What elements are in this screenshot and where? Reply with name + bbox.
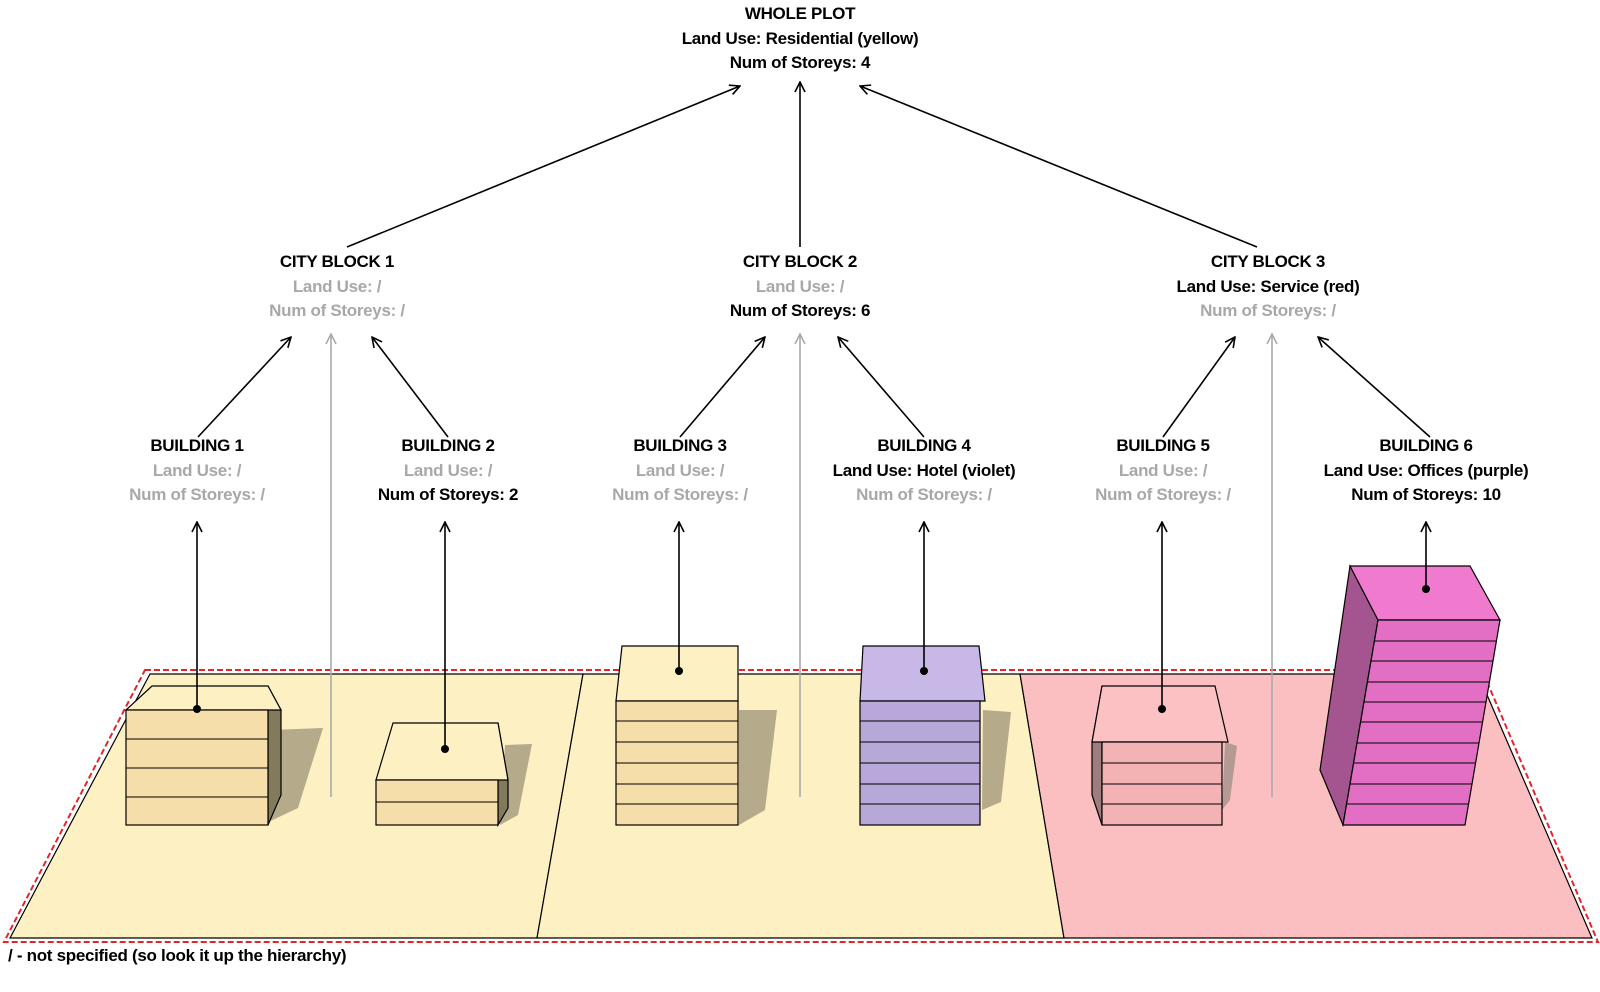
building-4-model bbox=[859, 645, 1011, 826]
arrow-block-3-to-plot bbox=[860, 86, 1258, 248]
building-storeys: Num of Storeys: / bbox=[129, 485, 265, 504]
building-3-label: BUILDING 3 Land Use: / Num of Storeys: / bbox=[612, 434, 748, 508]
anchor-dot-building-5 bbox=[1158, 705, 1166, 713]
building-4-shadow bbox=[982, 710, 1011, 810]
building-5-shadow bbox=[1222, 742, 1237, 810]
building-land-use: Land Use: Offices (purple) bbox=[1323, 460, 1529, 480]
whole-plot-boundary bbox=[2, 669, 1600, 943]
building-5-top bbox=[1091, 685, 1229, 743]
anchor-dot-building-1 bbox=[193, 705, 201, 713]
city-block-land-use: Land Use: / bbox=[755, 276, 845, 296]
block-connectors bbox=[197, 337, 1431, 438]
city-block-title: CITY BLOCK 1 bbox=[279, 252, 395, 271]
building-4-label: BUILDING 4 Land Use: Hotel (violet) Num … bbox=[833, 434, 1016, 508]
arrow-b1-to-block-1 bbox=[197, 337, 291, 438]
building-1-label: BUILDING 1 Land Use: / Num of Storeys: / bbox=[129, 434, 265, 508]
city-block-2-label: CITY BLOCK 2 Land Use: / Num of Storeys:… bbox=[729, 250, 871, 324]
building-storeys: Num of Storeys: 10 bbox=[1351, 485, 1501, 504]
arrow-b6-to-block-3 bbox=[1318, 337, 1431, 438]
gray-connectors bbox=[331, 334, 1272, 797]
building-land-use: Land Use: / bbox=[1118, 460, 1208, 480]
anchor-dot-building-2 bbox=[441, 745, 449, 753]
building-5-label: BUILDING 5 Land Use: / Num of Storeys: / bbox=[1095, 434, 1231, 508]
plot-connectors bbox=[346, 82, 1258, 248]
building-land-use: Land Use: / bbox=[403, 460, 493, 480]
arrow-b2-to-block-1 bbox=[372, 337, 449, 438]
building-storeys: Num of Storeys: 2 bbox=[377, 485, 519, 504]
arrow-block-1-to-plot bbox=[346, 86, 740, 248]
building-storeys: Num of Storeys: / bbox=[1095, 485, 1231, 504]
anchor-dot-building-4 bbox=[920, 667, 928, 675]
building-title: BUILDING 6 bbox=[1379, 436, 1473, 455]
city-block-title: CITY BLOCK 2 bbox=[742, 252, 858, 271]
arrow-b5-to-block-3 bbox=[1162, 337, 1235, 438]
building-6-model bbox=[1319, 564, 1502, 828]
anchor-dot-building-6 bbox=[1422, 585, 1430, 593]
building-land-use: Land Use: / bbox=[635, 460, 725, 480]
anchor-dot-building-3 bbox=[675, 667, 683, 675]
city-block-land-use: Land Use: / bbox=[292, 276, 382, 296]
building-1-top bbox=[124, 685, 283, 711]
building-title: BUILDING 3 bbox=[633, 436, 727, 455]
city-block-title: CITY BLOCK 3 bbox=[1210, 252, 1326, 271]
city-block-storeys: Num of Storeys: / bbox=[1200, 301, 1336, 320]
whole-plot-title: WHOLE PLOT bbox=[744, 4, 856, 23]
whole-plot-storeys: Num of Storeys: 4 bbox=[729, 53, 871, 72]
city-block-storeys: Num of Storeys: 6 bbox=[729, 301, 871, 320]
building-5-model bbox=[1091, 685, 1237, 826]
whole-plot-label: WHOLE PLOT Land Use: Residential (yellow… bbox=[682, 2, 919, 76]
city-block-3-label: CITY BLOCK 3 Land Use: Service (red) Num… bbox=[1177, 250, 1360, 324]
building-2-label: BUILDING 2 Land Use: / Num of Storeys: 2 bbox=[377, 434, 519, 508]
building-6-label: BUILDING 6 Land Use: Offices (purple) Nu… bbox=[1324, 434, 1529, 508]
building-land-use: Land Use: Hotel (violet) bbox=[832, 460, 1016, 480]
building-title: BUILDING 1 bbox=[150, 436, 244, 455]
building-land-use: Land Use: / bbox=[152, 460, 242, 480]
whole-plot-land-use: Land Use: Residential (yellow) bbox=[681, 28, 919, 48]
building-title: BUILDING 2 bbox=[401, 436, 495, 455]
legend-footnote: / - not specified (so look it up the hie… bbox=[8, 946, 347, 965]
building-title: BUILDING 5 bbox=[1116, 436, 1210, 455]
building-3-shadow bbox=[739, 710, 777, 825]
city-block-1-label: CITY BLOCK 1 Land Use: / Num of Storeys:… bbox=[269, 250, 405, 324]
city-block-land-use: Land Use: Service (red) bbox=[1176, 276, 1360, 296]
city-block-storeys: Num of Storeys: / bbox=[269, 301, 405, 320]
building-title: BUILDING 4 bbox=[877, 436, 971, 455]
building-connectors bbox=[193, 522, 1430, 753]
arrow-b3-to-block-2 bbox=[679, 337, 765, 438]
building-storeys: Num of Storeys: / bbox=[856, 485, 992, 504]
building-storeys: Num of Storeys: / bbox=[612, 485, 748, 504]
arrow-b4-to-block-2 bbox=[838, 337, 925, 438]
building-1-model bbox=[124, 685, 323, 826]
building-3-model bbox=[615, 645, 777, 826]
